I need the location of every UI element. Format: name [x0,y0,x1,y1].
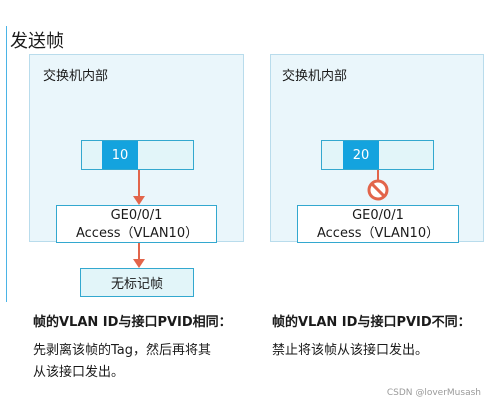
left-forward-arrow-top-icon [133,170,145,205]
left-port-name: GE0/0/1 [110,208,163,223]
left-panel-label: 交换机内部 [43,69,109,84]
left-forward-arrow-bottom-icon [133,243,145,268]
no-entry-icon [367,179,389,201]
left-vlan-tag: 10 [102,141,138,169]
left-port-box: GE0/0/1 Access（VLAN10） [56,205,217,243]
page-title: 发送帧 [10,31,64,52]
right-panel-label: 交换机内部 [282,69,348,84]
right-port-box: GE0/0/1 Access（VLAN10） [297,205,459,243]
section-divider-line [6,26,7,302]
left-port-mode: Access（VLAN10） [76,226,199,241]
left-rule-title: 帧的VLAN ID与接口PVID相同： [33,315,232,330]
untagged-frame-box: 无标记帧 [80,268,194,297]
left-rule-text-line1: 先剥离该帧的Tag，然后再将其 [33,343,212,358]
watermark: CSDN @loverMusash [386,388,481,398]
right-rule-text: 禁止将该帧从该接口发出。 [272,343,429,358]
right-port-mode: Access（VLAN10） [317,226,440,241]
left-rule-text-line2: 从该接口发出。 [33,365,125,380]
right-port-name: GE0/0/1 [352,208,404,223]
right-rule-title: 帧的VLAN ID与接口PVID不同： [272,315,471,330]
right-vlan-tag: 20 [343,141,379,169]
